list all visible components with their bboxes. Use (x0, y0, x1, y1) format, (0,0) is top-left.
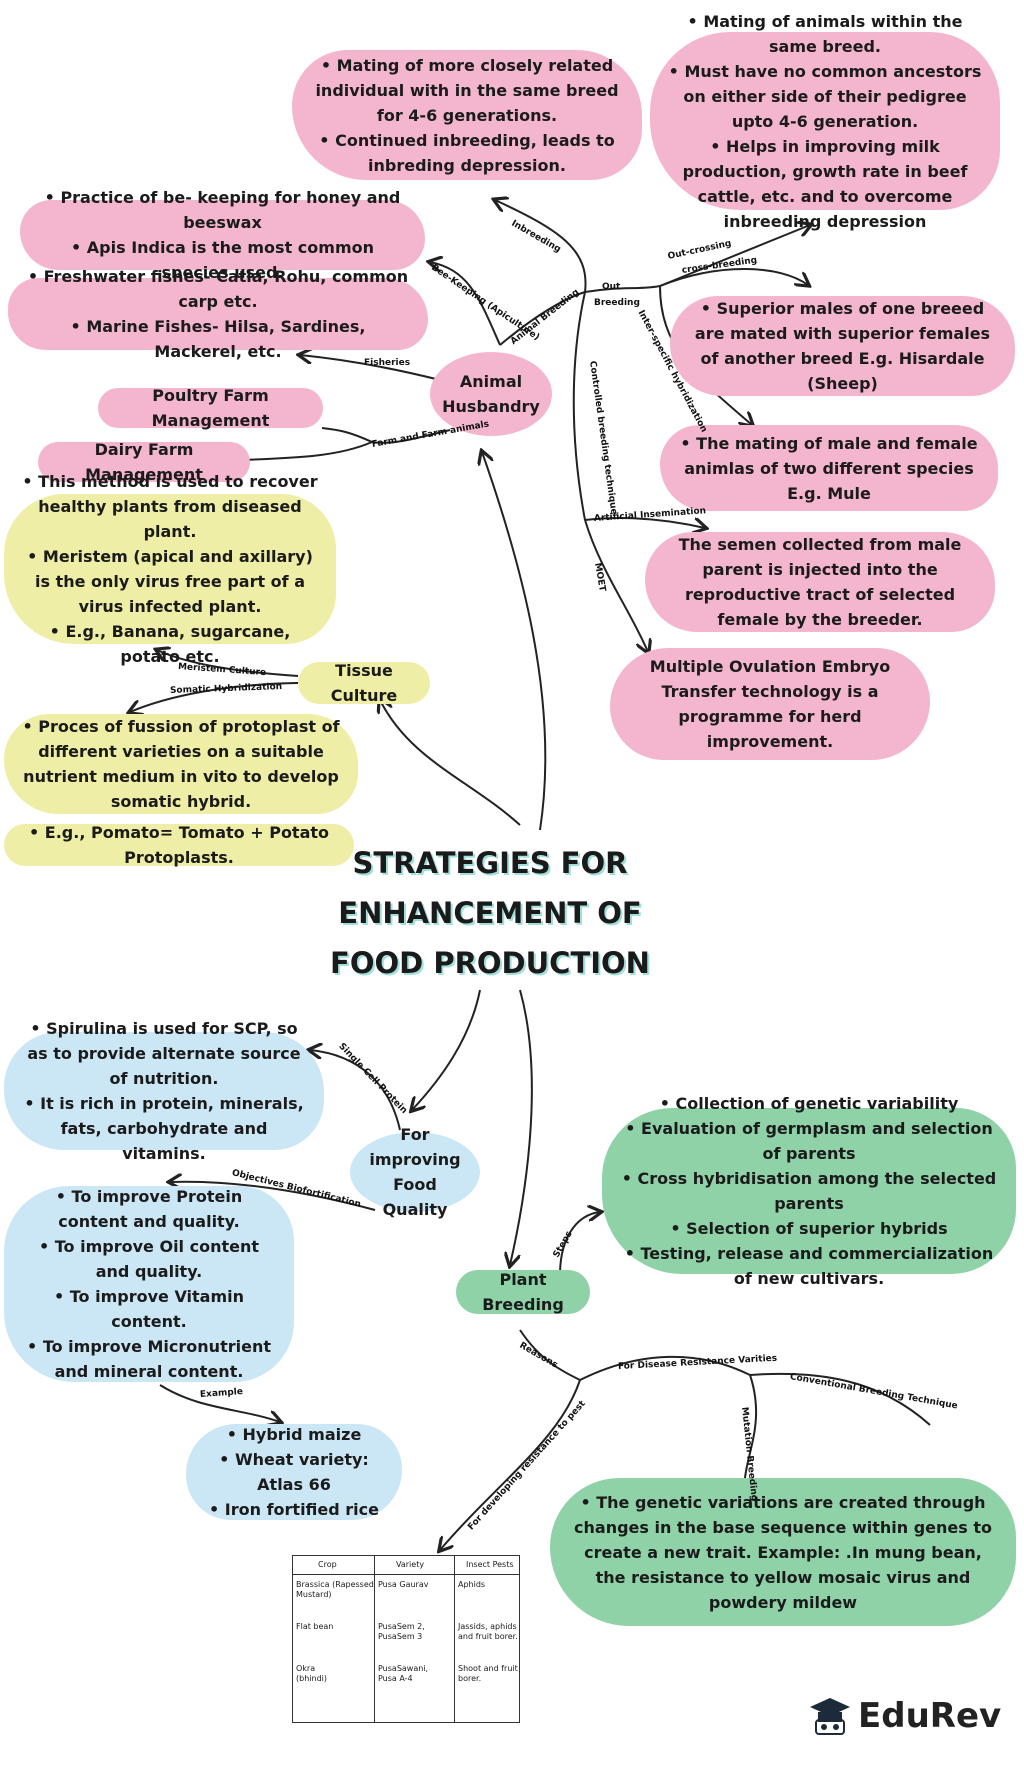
main-title: STRATEGIES FOR ENHANCEMENT OF FOOD PRODU… (320, 838, 660, 988)
brand-name: EduRev (858, 1696, 1002, 1736)
plant-breeding-node: Plant Breeding (456, 1270, 590, 1314)
moet-text: Multiple Ovulation Embryo Transfer techn… (649, 657, 891, 751)
interspecific-text: • The mating of male and female animlas … (680, 433, 978, 503)
animal-husbandry-node: Animal Husbandry (430, 352, 552, 436)
table-header-pests: Insect Pests (466, 1560, 514, 1569)
table-cell: Okra (bhindi) (296, 1664, 327, 1683)
interspecific-box: • The mating of male and female animlas … (660, 425, 998, 511)
meristem-box: • This method is used to recover healthy… (4, 472, 336, 666)
inbreeding-line-2: • Continued inbreeding, leads to inbredi… (319, 130, 615, 175)
table-cell: Aphids (458, 1580, 486, 1589)
fisheries-box: • Freshwater fishes- Catla, Rohu, common… (8, 267, 428, 361)
meristem-line-2: • Meristem (apical and axillary) is the … (27, 547, 313, 616)
somatic-text: • Proces of fussion of protoplast of dif… (22, 717, 340, 811)
example-line-3: • Iron fortified rice (208, 1500, 379, 1519)
artificial-box: The semen collected from male parent is … (645, 532, 995, 632)
inbreeding-line-1: • Mating of more closely related individ… (315, 55, 619, 125)
steps-line-4: • Selection of superior hybrids (670, 1219, 948, 1238)
edurev-logo: EduRev (808, 1696, 1001, 1736)
food-quality-label: For improving Food Quality (369, 1125, 461, 1219)
steps-line-3: • Cross hybridisation among the selected… (621, 1169, 997, 1213)
artificial-text: The semen collected from male parent is … (678, 535, 962, 629)
beekeeping-box: • Practice of be- keeping for honey and … (20, 188, 425, 282)
table-cell: PusaSem 2, PusaSem 3 (378, 1622, 425, 1641)
outcrossing-line-2: • Must have no common ancestors on eithe… (668, 61, 982, 131)
title-line-2: ENHANCEMENT OF (338, 896, 642, 930)
dairy-label: Dairy Farm Management (85, 440, 203, 484)
table-cell: Shoot and fruit borer. (458, 1664, 518, 1683)
beekeeping-line-1: • Practice of be- keeping for honey and … (44, 188, 401, 232)
beekeeping-line-2: • Apis Indica is the most common species… (71, 238, 374, 282)
biofort-line-3: • To improve Vitamin content. (53, 1287, 245, 1331)
title-line-3: FOOD PRODUCTION (330, 946, 650, 980)
steps-line-5: • Testing, release and commercialization… (624, 1244, 994, 1288)
outcrossing-box: • Mating of animals within the same bree… (650, 12, 1000, 231)
crossbreeding-text: • Superior males of one breeed are mated… (694, 299, 991, 393)
example-line-2: • Wheat variety: Atlas 66 (219, 1450, 369, 1494)
fisheries-line-1: • Freshwater fishes- Catla, Rohu, common… (27, 267, 409, 311)
table-header-variety: Variety (396, 1560, 425, 1569)
meristem-line-3: • E.g., Banana, sugarcane, potato etc. (49, 622, 291, 666)
steps-line-1: • Collection of genetic variability (659, 1094, 959, 1113)
table-col-divider-1 (293, 1556, 375, 1722)
steps-box: • Collection of genetic variability • Ev… (602, 1094, 1016, 1288)
biofort-line-4: • To improve Micronutrient and mineral c… (27, 1337, 271, 1381)
plant-breeding-label: Plant Breeding (482, 1270, 564, 1314)
mutation-text: • The genetic variations are created thr… (574, 1492, 992, 1612)
biofort-box: • To improve Protein content and quality… (4, 1186, 294, 1382)
outcrossing-line-1: • Mating of animals within the same bree… (687, 11, 963, 56)
pest-resistance-table: Crop Variety Insect Pests Brassica (Rape… (292, 1555, 520, 1723)
scp-line-2: • It is rich in protein, minerals, fats,… (24, 1094, 304, 1163)
table-cell: Brassica (Rapessed Mustard) (296, 1580, 374, 1599)
scp-line-1: • Spirulina is used for SCP, so as to pr… (27, 1019, 301, 1088)
example-line-1: • Hybrid maize (226, 1425, 362, 1444)
biofort-line-1: • To improve Protein content and quality… (55, 1187, 243, 1231)
mutation-box: • The genetic variations are created thr… (550, 1478, 1016, 1626)
biofort-line-2: • To improve Oil content and quality. (38, 1237, 260, 1281)
meristem-line-1: • This method is used to recover healthy… (22, 472, 318, 541)
table-cell: PusaSawani, Pusa A-4 (378, 1664, 429, 1683)
table-header-row (293, 1556, 519, 1575)
poultry-label: Poultry Farm Management (151, 386, 270, 430)
tissue-culture-label: Tissue Culture (330, 661, 398, 705)
steps-line-2: • Evaluation of germplasm and selection … (625, 1119, 993, 1163)
table-header-crop: Crop (318, 1560, 337, 1569)
table-cell: Flat bean (296, 1622, 334, 1631)
tissue-culture-node: Tissue Culture (298, 661, 430, 705)
examples-box: • Hybrid maize • Wheat variety: Atlas 66… (186, 1424, 402, 1520)
crossbreeding-box: • Superior males of one breeed are mated… (670, 296, 1015, 396)
outcrossing-line-3: • Helps in improving milk production, gr… (682, 136, 968, 231)
scp-box: • Spirulina is used for SCP, so as to pr… (4, 1019, 324, 1163)
somatic-box: • Proces of fussion of protoplast of dif… (4, 714, 358, 814)
graduation-cap-icon (810, 1698, 850, 1735)
fisheries-line-2: • Marine Fishes- Hilsa, Sardines, Macker… (70, 317, 366, 361)
table-cell: Jassids, aphids and fruit borer. (458, 1622, 518, 1641)
table-cell: Pusa Gaurav (378, 1580, 429, 1589)
title-line-1: STRATEGIES FOR (352, 846, 628, 880)
inbreeding-box: • Mating of more closely related individ… (292, 50, 642, 180)
table-col-divider-2 (375, 1556, 455, 1722)
pomato-box: • E.g., Pomato= Tomato + Potato Protopla… (4, 823, 354, 867)
poultry-node: Poultry Farm Management (98, 386, 323, 430)
food-quality-node: For improving Food Quality (350, 1125, 480, 1219)
label-fisheries: Fisheries (364, 358, 411, 368)
moet-box: Multiple Ovulation Embryo Transfer techn… (610, 648, 930, 760)
dairy-node: Dairy Farm Management (38, 440, 250, 484)
label-out-2: Breeding (594, 298, 640, 308)
animal-husbandry-label: Animal Husbandry (442, 372, 540, 416)
pomato-text: • E.g., Pomato= Tomato + Potato Protopla… (28, 823, 330, 867)
label-out-1: Out (602, 282, 621, 292)
